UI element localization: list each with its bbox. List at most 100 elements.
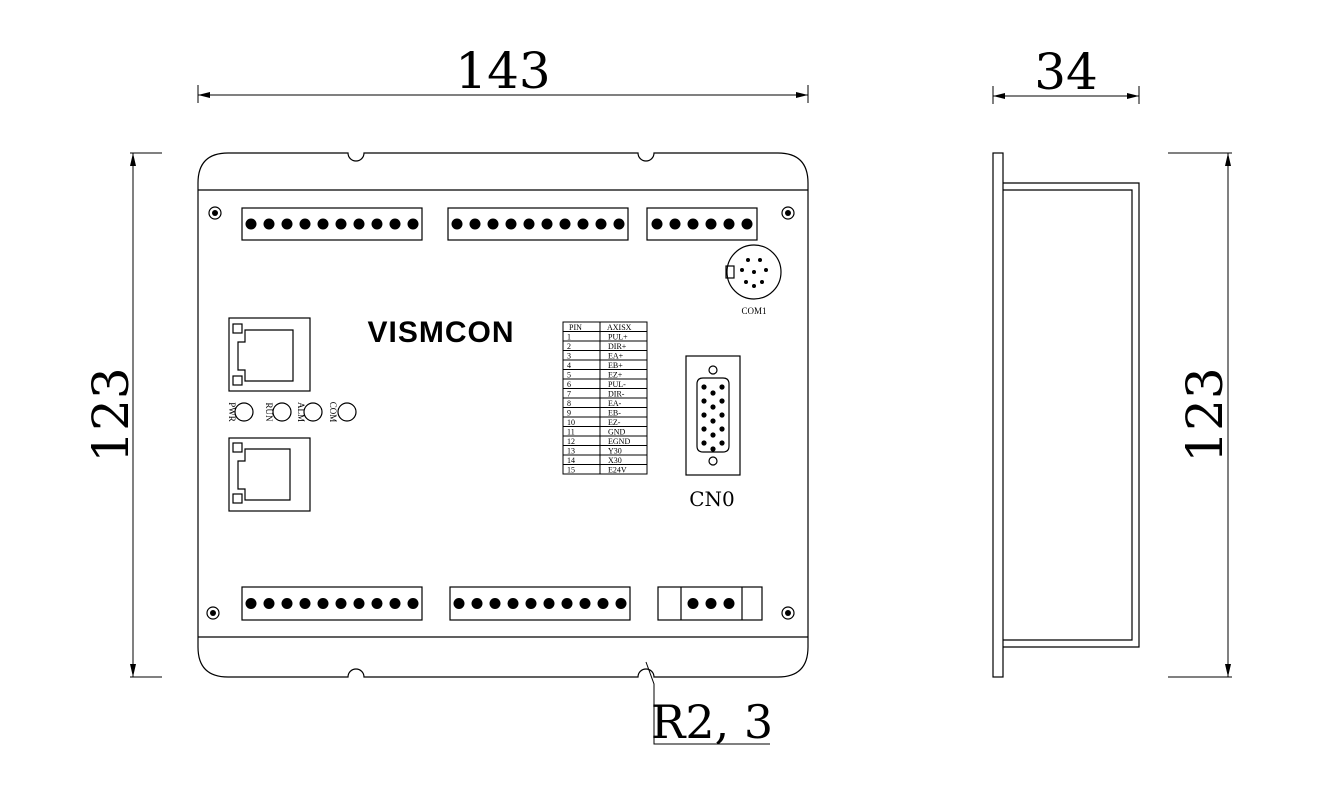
pin-table-cell: 13 bbox=[567, 447, 575, 456]
terminal-pin bbox=[407, 218, 419, 230]
terminal-pin bbox=[389, 598, 401, 609]
terminal-pin bbox=[263, 218, 275, 230]
height-dimension-front: 123 bbox=[82, 152, 162, 678]
db15-pin bbox=[701, 412, 707, 418]
terminal-pin bbox=[507, 598, 519, 609]
terminal-pin bbox=[281, 598, 293, 609]
pin-table-cell: PUL- bbox=[608, 380, 626, 389]
db15-pin bbox=[719, 384, 725, 390]
terminal-pin bbox=[353, 218, 365, 230]
screw-top-right bbox=[781, 206, 795, 220]
terminal-pin bbox=[471, 598, 483, 609]
pin-table-cell: 10 bbox=[567, 418, 575, 427]
pin-table-cell: 14 bbox=[567, 456, 575, 465]
height-dimension-side-label: 123 bbox=[1176, 367, 1234, 462]
terminal-pin bbox=[389, 218, 401, 230]
com1-label: COM1 bbox=[741, 306, 766, 316]
pin-table-cell: 4 bbox=[567, 361, 571, 370]
terminal-pin bbox=[669, 218, 681, 230]
svg-text:ALM: ALM bbox=[296, 402, 306, 422]
terminal-pin bbox=[505, 218, 517, 230]
terminal-pin bbox=[579, 598, 591, 609]
rj45-port-top bbox=[228, 317, 311, 392]
terminal-pin bbox=[723, 598, 735, 609]
terminal-pin bbox=[281, 218, 293, 230]
terminal-pin bbox=[595, 218, 607, 230]
terminal-pin bbox=[559, 218, 571, 230]
terminal-pin bbox=[597, 598, 609, 609]
pin-table-cell: 11 bbox=[567, 428, 575, 437]
db15-pin bbox=[710, 432, 716, 438]
width-dimension-label: 143 bbox=[455, 42, 550, 100]
pin-table-cell: 5 bbox=[567, 371, 571, 380]
svg-text:PWR: PWR bbox=[227, 402, 237, 422]
terminal-pin bbox=[469, 218, 481, 230]
front-view-outline bbox=[197, 152, 809, 678]
terminal-pin bbox=[687, 218, 699, 230]
terminal-pin bbox=[453, 598, 465, 609]
led-com: COM bbox=[328, 402, 357, 422]
terminal-pin bbox=[263, 598, 275, 609]
terminal-pin bbox=[371, 598, 383, 609]
pin-table-cell: EA+ bbox=[608, 352, 624, 361]
pin-table-cell: 8 bbox=[567, 399, 571, 408]
terminal-block-top-middle bbox=[447, 207, 629, 241]
terminal-pin bbox=[451, 218, 463, 230]
terminal-pin bbox=[245, 218, 257, 230]
db15-pin bbox=[701, 426, 707, 432]
pin-table-cell: 15 bbox=[567, 466, 575, 475]
pin-table-cell: 1 bbox=[567, 333, 571, 342]
terminal-pin bbox=[705, 218, 717, 230]
terminal-pin bbox=[335, 218, 347, 230]
led-pwr: PWR bbox=[227, 402, 254, 422]
rj45-port-bottom bbox=[228, 437, 311, 512]
terminal-pin bbox=[317, 598, 329, 609]
terminal-pin bbox=[353, 598, 365, 609]
terminal-pin bbox=[299, 598, 311, 609]
width-dimension: 143 bbox=[197, 42, 809, 103]
depth-dimension-label: 34 bbox=[1034, 43, 1098, 101]
terminal-pin bbox=[723, 218, 735, 230]
depth-dimension: 34 bbox=[992, 43, 1140, 104]
cn0-connector: CN0 bbox=[685, 355, 741, 511]
terminal-pin bbox=[335, 598, 347, 609]
db15-pin bbox=[710, 390, 716, 396]
pin-table-header: PIN bbox=[569, 323, 582, 332]
terminal-block-top-right bbox=[646, 207, 758, 241]
led-run: RUN bbox=[264, 402, 292, 422]
terminal-pin bbox=[407, 598, 419, 609]
pin-table-cell: EA- bbox=[608, 399, 622, 408]
radius-label: R2, 3 bbox=[651, 695, 773, 749]
pin-table-cell: EZ+ bbox=[608, 371, 623, 380]
terminal-pin bbox=[543, 598, 555, 609]
screw-bottom-left bbox=[206, 606, 220, 620]
terminal-pin bbox=[525, 598, 537, 609]
terminal-block-bottom-right bbox=[657, 586, 763, 621]
brand-logo-text: VISMCON bbox=[367, 316, 514, 349]
led-alm: ALM bbox=[296, 402, 323, 422]
pin-table-cell: EB- bbox=[608, 409, 621, 418]
terminal-pin bbox=[687, 598, 699, 609]
terminal-pin bbox=[371, 218, 383, 230]
pin-table-cell: X30 bbox=[608, 456, 622, 465]
terminal-block-top-left bbox=[241, 207, 423, 241]
terminal-pin bbox=[741, 218, 753, 230]
terminal-pin bbox=[245, 598, 257, 609]
terminal-pin bbox=[561, 598, 573, 609]
terminal-pin bbox=[487, 218, 499, 230]
com1-connector: COM1 bbox=[725, 244, 782, 316]
pin-table-cell: 3 bbox=[567, 352, 571, 361]
db15-pin bbox=[719, 440, 725, 446]
db15-pin bbox=[710, 418, 716, 424]
height-dimension-front-label: 123 bbox=[82, 367, 140, 462]
terminal-pin bbox=[317, 218, 329, 230]
front-view: COM1 VISMCON PWR RUN bbox=[197, 152, 809, 749]
db15-pin bbox=[701, 384, 707, 390]
pin-table-cell: PUL+ bbox=[608, 333, 628, 342]
terminal-pin bbox=[613, 218, 625, 230]
terminal-pin bbox=[541, 218, 553, 230]
pin-table-cell: EB+ bbox=[608, 361, 623, 370]
pin-table-cell: EZ- bbox=[608, 418, 621, 427]
led-indicators: PWR RUN ALM COM bbox=[227, 402, 357, 422]
